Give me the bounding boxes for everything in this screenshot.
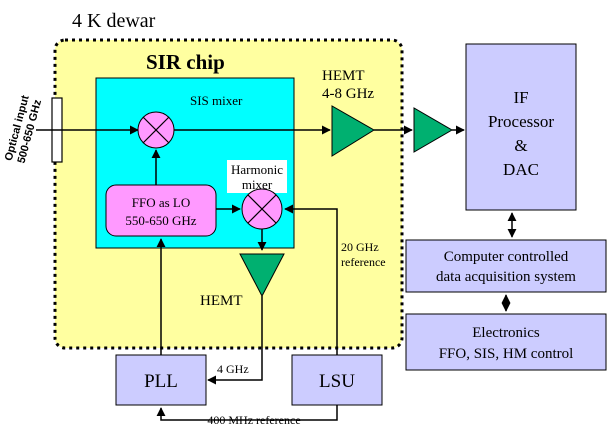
hemt-if-amplifier [331,105,375,157]
sis-mixer-cross-b [142,116,170,144]
pll-box [115,354,207,406]
hemt-if-line2: 4-8 GHz [322,86,374,102]
ref-20ghz-line2: reference [341,255,386,269]
if-processor-line1: IF [513,88,528,107]
warm-amplifier [413,107,453,153]
lsu-to-hm-line [284,204,338,355]
ref-400mhz-label: 400 MHz reference [207,413,300,427]
if-processor-line2: Processor [488,112,554,131]
link-4ghz-label: 4 GHz [217,362,249,376]
chip-title: SIR chip [146,50,225,74]
hemt-if-line1: HEMT [322,68,365,84]
ref-20ghz-line1: 20 GHz [341,240,379,254]
daq-line2: data acquisition system [436,269,576,285]
harmonic-mixer-line2: mixer [242,177,273,192]
dewar-label: 4 K dewar [72,10,156,32]
if-processor-box [465,43,577,211]
if-processor-line4: DAC [503,160,539,179]
harmonic-mixer-line1: Harmonic [231,162,283,177]
ref-400mhz-line [156,405,338,421]
lower-hemt-amplifier [239,253,285,298]
ffo-box [105,184,217,237]
ffo-line1: FFO as LO [132,195,191,210]
daq-line1: Computer controlled [444,249,569,265]
sis-mixer-label: SIS mixer [190,93,243,108]
lsu-label: LSU [319,371,355,392]
lsu-box [291,354,383,406]
daq-box [405,239,607,293]
hemt-to-pll-line [207,296,263,385]
electronics-line1: Electronics [472,325,540,341]
electronics-line2: FFO, SIS, HM control [439,346,574,362]
hemt-lower-label: HEMT [200,293,243,309]
harmonic-mixer-label-bg [227,160,287,193]
if-processor-line3: & [514,136,527,155]
harmonic-mixer-cross-b [247,194,277,224]
electronics-box [405,313,607,371]
ffo-line2: 550-650 GHz [125,213,196,228]
pll-label: PLL [144,371,178,392]
